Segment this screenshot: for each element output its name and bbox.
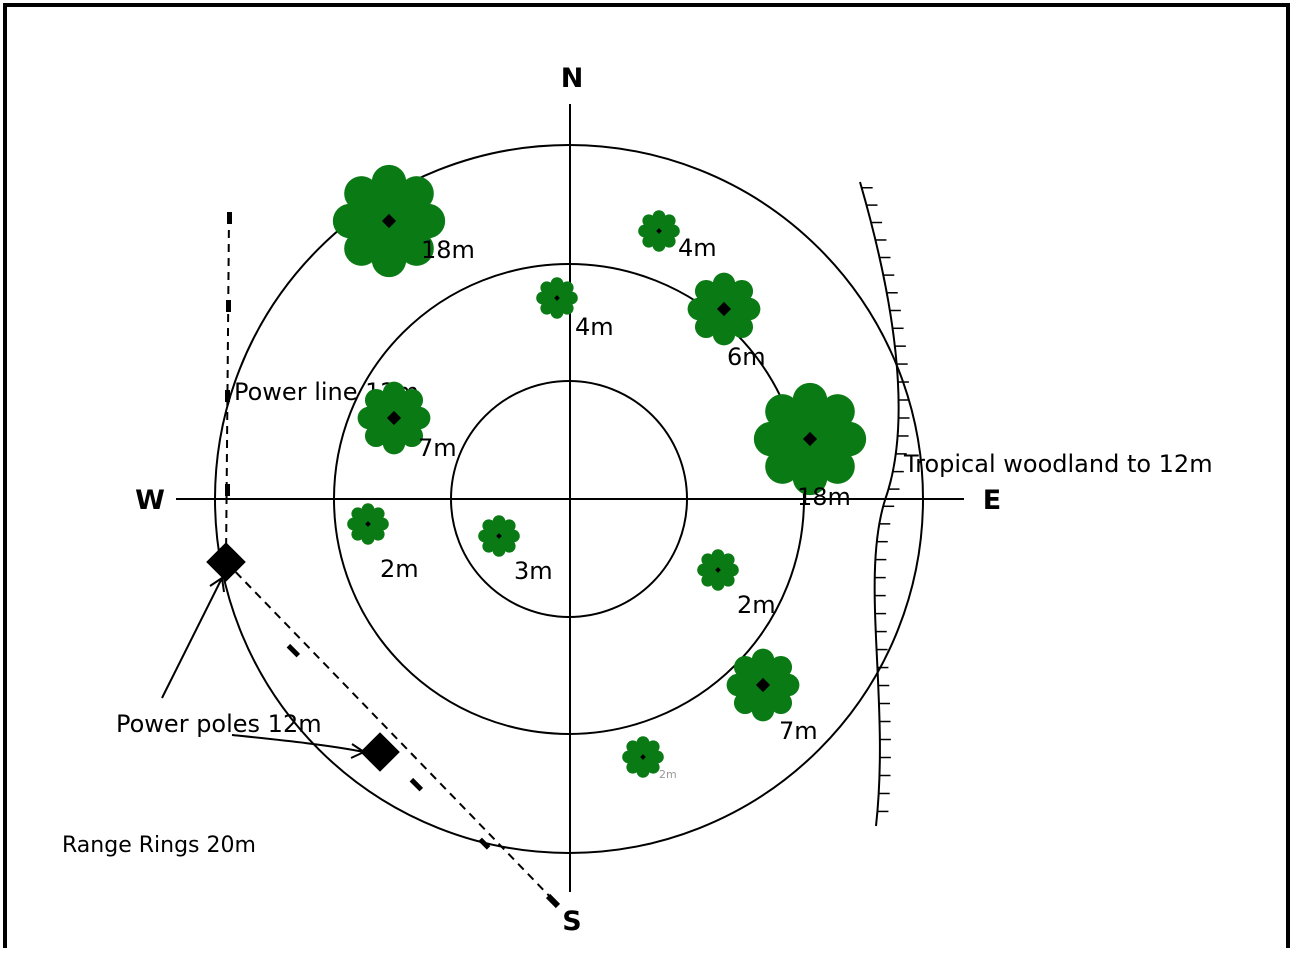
tree-height-label: 7m <box>779 717 818 745</box>
tree-canopy-icon <box>357 381 431 455</box>
tree-height-label: 18m <box>797 483 851 511</box>
tree-trunk-marker <box>640 754 646 760</box>
tree-height-label: 6m <box>727 343 766 371</box>
tree-trunk-marker <box>381 213 397 229</box>
tree-height-label: 2m <box>737 591 776 619</box>
power-poles-label: Power poles 12m <box>116 710 322 738</box>
power-pole-2 <box>360 732 400 772</box>
power-poles-pointers <box>161 576 367 759</box>
tree-nw-big: 18m <box>332 164 475 278</box>
tree-w-small: 2m <box>347 503 419 583</box>
trees-layer: 18m 4m 4m <box>332 164 867 781</box>
north-label: N <box>561 63 584 94</box>
tree-height-label: 18m <box>421 236 475 264</box>
tree-height-label: 2m <box>380 555 419 583</box>
range-rings-label: Range Rings 20m <box>62 833 256 858</box>
tree-n-small-left: 4m <box>536 277 614 341</box>
tree-trunk-marker <box>365 521 371 527</box>
tree-s-small: 2m <box>622 736 677 781</box>
tree-trunk-marker <box>755 677 771 693</box>
tree-w-mid: 7m <box>357 381 457 462</box>
tree-height-label: 7m <box>418 434 457 462</box>
tree-trunk-marker <box>716 301 732 317</box>
power-pole-1 <box>206 542 246 582</box>
tree-height-label: 3m <box>514 557 553 585</box>
tree-center-small: 3m <box>478 515 553 585</box>
woodland-boundary <box>859 181 910 827</box>
diagram-frame <box>3 3 1290 953</box>
south-label: S <box>562 906 581 937</box>
tree-trunk-marker <box>802 431 818 447</box>
tree-ne-mid: 6m <box>687 272 766 371</box>
tree-canopy-icon <box>697 549 739 591</box>
tree-trunk-marker <box>496 533 502 539</box>
tree-trunk-marker <box>554 295 560 301</box>
woodland-label: Tropical woodland to 12m <box>903 450 1213 478</box>
west-label: W <box>135 485 165 516</box>
tree-trunk-marker <box>656 228 662 234</box>
east-label: E <box>983 485 1001 516</box>
tree-trunk-marker <box>386 410 402 426</box>
tree-height-label: 4m <box>678 234 717 262</box>
tree-height-label: 2m <box>659 768 677 781</box>
tree-se-small: 2m <box>697 549 776 619</box>
tree-n-small-right: 4m <box>638 210 717 262</box>
tree-e-big: 18m <box>753 382 867 511</box>
tree-height-label: 4m <box>575 313 614 341</box>
tree-se-mid: 7m <box>726 648 818 745</box>
power-line <box>225 212 561 909</box>
tree-trunk-marker <box>715 567 721 573</box>
